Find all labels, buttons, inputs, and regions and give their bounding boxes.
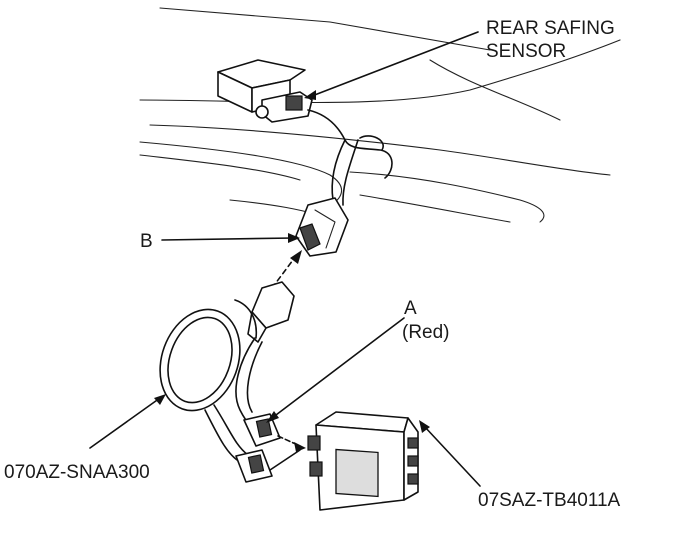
- label-box-part-number: 07SAZ-TB4011A: [478, 490, 621, 511]
- leader-lines: [89, 31, 481, 487]
- test-harness-coil: [159, 299, 267, 463]
- label-a-red: (Red): [402, 322, 450, 343]
- connector-a-red: [235, 413, 306, 483]
- connector-b: [295, 197, 349, 257]
- mating-arrow: [271, 250, 302, 289]
- label-b: B: [140, 231, 153, 252]
- sensor-harness: [307, 109, 393, 206]
- harness-connector: [247, 281, 295, 343]
- label-harness-part-number: 070AZ-SNAA300: [4, 462, 150, 483]
- label-rear-safing-sensor-2: SENSOR: [486, 41, 567, 62]
- breakout-box: [307, 411, 419, 511]
- rear-safing-sensor: [217, 59, 313, 123]
- label-rear-safing-sensor-1: REAR SAFING: [486, 18, 615, 39]
- label-a: A: [404, 298, 417, 319]
